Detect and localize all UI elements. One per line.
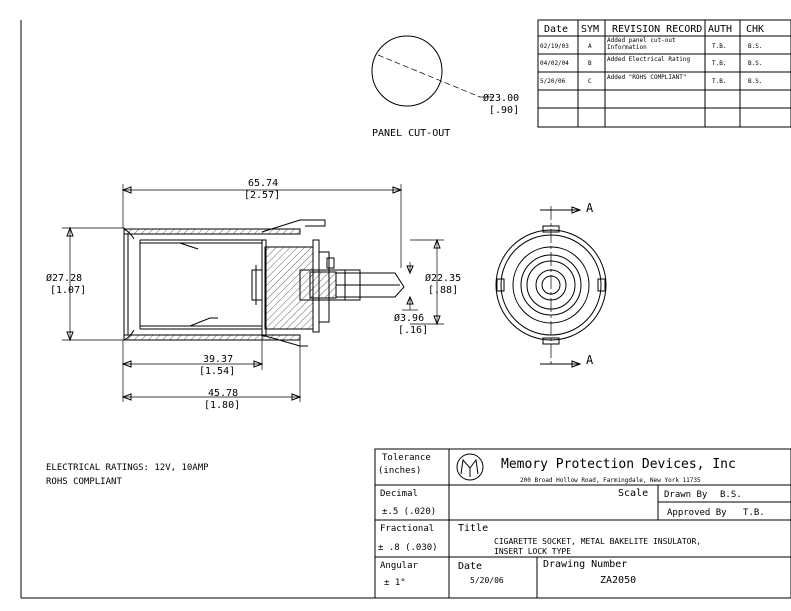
section-label-bottom: A xyxy=(586,353,594,367)
dim-body-length-mm: 45.78 xyxy=(208,388,238,399)
panel-cutout-dim-mm: Ø23.00 xyxy=(483,92,519,104)
rev-row-auth: T.B. xyxy=(712,43,726,50)
approved-by-value: T.B. xyxy=(743,508,765,518)
dim-sleeve-length-mm: 39.37 xyxy=(203,354,233,365)
drawing-title-line2: INSERT LOCK TYPE xyxy=(494,547,571,556)
drawn-by-value: B.S. xyxy=(720,490,742,500)
tolerance-units: (inches) xyxy=(378,466,421,476)
revision-table: Date SYM REVISION RECORD AUTH CHK 02/19/… xyxy=(537,19,791,128)
section-label-top: A xyxy=(586,201,594,215)
rev-row-sym: B xyxy=(588,60,592,67)
title-label: Title xyxy=(458,523,488,534)
rev-row-date: 04/02/04 xyxy=(540,60,569,67)
panel-cutout-label: PANEL CUT-OUT xyxy=(372,128,450,139)
rev-header-auth: AUTH xyxy=(708,24,732,35)
rev-row-auth: T.B. xyxy=(712,60,726,67)
panel-cutout-leader xyxy=(377,54,481,98)
panel-cutout-dim-in: [.90] xyxy=(489,105,519,116)
decimal-label: Decimal xyxy=(380,489,418,499)
rev-header-date: Date xyxy=(544,24,568,35)
dim-shell-dia-in: [.88] xyxy=(428,285,458,296)
approved-by-label: Approved By xyxy=(667,508,727,518)
date-value: 5/20/06 xyxy=(470,576,504,585)
rev-row-date: 5/20/06 xyxy=(540,78,566,85)
company-name: Memory Protection Devices, Inc xyxy=(501,457,736,472)
rev-row-record: Added "ROHS COMPLIANT" xyxy=(607,74,686,81)
rev-row-chk: B.S. xyxy=(748,78,762,85)
title-block: Tolerance (inches) Memory Protection Dev… xyxy=(374,448,791,599)
side-section-view: 65.74 [2.57] Ø27.28 [1.07] xyxy=(46,178,461,411)
angular-value: ± 1° xyxy=(384,578,406,588)
drawing-title-line1: CIGARETTE SOCKET, METAL BAKELITE INSULAT… xyxy=(494,537,701,546)
fractional-label: Fractional xyxy=(380,524,434,534)
date-label: Date xyxy=(458,561,482,572)
rev-row-record: Added Electrical Rating xyxy=(607,56,690,63)
dim-body-dia-mm: Ø27.28 xyxy=(46,272,82,284)
dim-body-dia-in: [1.07] xyxy=(50,285,86,296)
panel-cutout-view: Ø23.00 [.90] PANEL CUT-OUT xyxy=(371,35,519,139)
panel-cutout-circle xyxy=(371,35,443,107)
dim-body-length-in: [1.80] xyxy=(204,400,240,411)
decimal-value: ±.5 (.020) xyxy=(382,507,436,517)
rev-row-record: Added panel cut-out Information xyxy=(607,37,676,51)
drawn-by-label: Drawn By xyxy=(664,490,708,500)
dim-overall-length-mm: 65.74 xyxy=(248,178,278,189)
dim-sleeve-length-in: [1.54] xyxy=(199,366,235,377)
drawing-number-value: ZA2050 xyxy=(600,575,636,586)
fractional-value: ± .8 (.030) xyxy=(378,543,438,553)
drawing-number-label: Drawing Number xyxy=(543,559,627,570)
insulator-block xyxy=(264,246,314,330)
angular-label: Angular xyxy=(380,561,419,571)
tolerance-label: Tolerance xyxy=(382,453,431,463)
rev-row-auth: T.B. xyxy=(712,78,726,85)
rev-row-sym: C xyxy=(588,78,592,85)
rev-header-record: REVISION RECORD xyxy=(612,24,702,35)
company-logo xyxy=(456,453,484,481)
rev-row-sym: A xyxy=(588,43,592,50)
rev-row-chk: B.S. xyxy=(748,60,762,67)
scale-label: Scale xyxy=(618,488,648,499)
note-rohs: ROHS COMPLIANT xyxy=(46,477,122,487)
rev-row-date: 02/19/03 xyxy=(540,43,569,50)
note-electrical-rating: ELECTRICAL RATINGS: 12V, 10AMP xyxy=(46,463,209,473)
rev-header-chk: CHK xyxy=(746,24,764,35)
dim-pin-dia-in: [.16] xyxy=(398,325,428,336)
dim-shell-dia-mm: Ø22.35 xyxy=(425,272,461,284)
end-view: A A xyxy=(495,201,607,368)
rev-row-chk: B.S. xyxy=(748,43,762,50)
dim-overall-length-in: [2.57] xyxy=(244,190,280,201)
rev-header-sym: SYM xyxy=(581,24,599,35)
company-address: 200 Broad Hollow Road, Farmingdale, New … xyxy=(520,477,701,484)
dim-pin-dia-mm: Ø3.96 xyxy=(394,312,424,324)
